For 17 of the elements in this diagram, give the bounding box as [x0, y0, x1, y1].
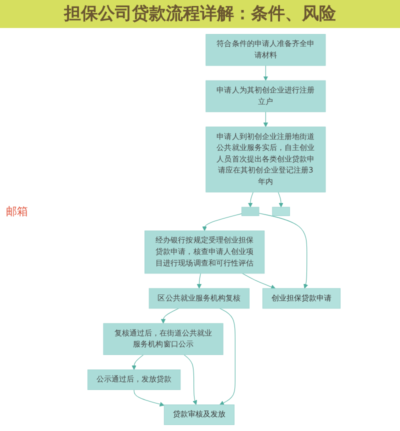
- arrow: [184, 354, 198, 405]
- node-box: [241, 206, 260, 216]
- arrow: [248, 192, 254, 208]
- arrow: [242, 273, 276, 290]
- arrow: [132, 354, 144, 370]
- title: 担保公司贷款流程详解：条件、风险: [0, 0, 400, 28]
- arrow: [258, 213, 308, 289]
- arrow: [134, 389, 164, 406]
- arrow: [263, 65, 268, 81]
- node-box: [272, 206, 290, 216]
- arrow: [196, 273, 202, 289]
- arrow: [263, 112, 268, 128]
- arrow: [219, 308, 236, 406]
- arrow: [202, 213, 242, 232]
- note-text: 邮箱: [6, 204, 28, 219]
- arrow: [160, 308, 179, 324]
- arrow: [278, 192, 284, 208]
